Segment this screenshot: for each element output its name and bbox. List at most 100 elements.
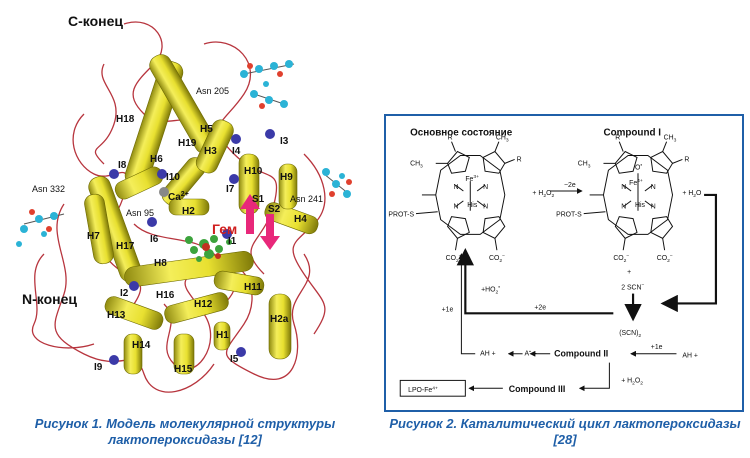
ion-labels: I3 I4 I8 I10 I7 I6 I1 I2 I9 I5 [94,136,289,373]
svg-text:Asn 241: Asn 241 [290,194,323,204]
svg-text:N: N [454,184,459,191]
svg-text:CO2−: CO2− [657,254,673,264]
svg-text:H8: H8 [154,258,167,269]
catalytic-cycle-figure: Основное состояние Compound I R CH3 CH3 … [384,114,744,412]
svg-text:I3: I3 [280,136,289,147]
svg-text:Asn 332: Asn 332 [32,184,65,194]
helix-labels: H18 H19 H5 H3 H6 H10 H8 H7 H17 H2 H4 H9 … [87,114,307,375]
svg-text:N: N [651,184,656,191]
svg-text:H2: H2 [182,206,195,217]
svg-text:I6: I6 [150,234,159,245]
calcium-sphere [159,187,169,197]
svg-text:N: N [454,204,459,211]
lpo-label: LPO-Fe4+ [408,385,438,394]
svg-text:+ H2O: + H2O [682,190,702,199]
svg-text:H4: H4 [294,214,307,225]
svg-text:I1: I1 [228,236,237,247]
svg-text:CO2−: CO2− [489,254,505,264]
svg-text:N: N [651,204,656,211]
svg-text:H13: H13 [107,310,126,321]
sheet-label-s1: S1 [252,194,265,205]
svg-text:H6: H6 [150,154,163,165]
svg-text:Asn 95: Asn 95 [126,208,154,218]
svg-text:+ H2O2: + H2O2 [532,190,554,199]
svg-text:H12: H12 [194,299,213,310]
svg-text:CO2−: CO2− [446,254,462,264]
porphyrin-ground-state [421,141,515,251]
svg-text:Fe3+: Fe3+ [465,174,479,183]
svg-text:R: R [615,135,620,142]
svg-text:PROT-S: PROT-S [556,212,582,219]
heme-group [185,235,232,262]
svg-text:N: N [483,184,488,191]
c-terminus-label: С-конец [68,13,123,29]
svg-text:H17: H17 [116,241,135,252]
beta-sheets [240,194,280,250]
compound2-label: Compound II [554,349,608,359]
svg-text:H1: H1 [216,330,229,341]
svg-text:CH3: CH3 [578,160,591,169]
svg-text:+2e: +2e [534,304,546,311]
svg-text:(SCN)2: (SCN)2 [619,330,641,339]
residue-labels: Asn 205 Asn 332 Asn 241 Asn 95 [32,86,323,218]
svg-text:H9: H9 [280,172,293,183]
alpha-helix-cylinders [84,54,319,375]
svg-text:CH3: CH3 [664,135,677,144]
svg-text:I10: I10 [166,172,180,183]
svg-text:H2a: H2a [270,314,289,325]
svg-text:+: + [627,269,631,276]
figure1-caption: Рисунок 1. Модель молекулярной структуры… [34,416,336,447]
svg-text:AH +: AH + [682,353,698,360]
svg-text:His: His [467,202,478,209]
svg-text:N: N [483,204,488,211]
compound1-title: Compound I [603,128,661,139]
svg-text:+HO2•: +HO2• [481,286,500,296]
svg-text:I4: I4 [232,146,241,157]
ground-state-title: Основное состояние [410,128,513,139]
svg-text:Fe4+: Fe4+ [629,178,643,187]
lpo-box [399,379,466,397]
svg-text:H15: H15 [174,364,193,375]
reaction-arrows [456,188,718,392]
n-terminus-label: N-конец [22,291,77,307]
svg-text:I8: I8 [118,160,127,171]
calcium-label: Ca2+ [168,191,189,203]
svg-text:H19: H19 [178,138,197,149]
svg-text:CO2−: CO2− [613,254,629,264]
svg-text:H18: H18 [116,114,135,125]
svg-text:I2: I2 [120,288,129,299]
svg-text:H3: H3 [204,146,217,157]
svg-text:CH3: CH3 [496,135,509,144]
svg-text:His: His [635,202,646,209]
porphyrin-compound1-labels: R CH3 CH3 R O• Fe4+ His N N N N PROT-S CO2… [556,135,689,264]
svg-text:Asn 205: Asn 205 [196,86,229,96]
heme-label: Гем [212,221,237,237]
svg-text:N: N [621,184,626,191]
svg-text:+ H2O2: + H2O2 [621,377,643,386]
compound3-label: Compound III [509,384,566,394]
svg-text:H5: H5 [200,124,213,135]
svg-text:I9: I9 [94,362,103,373]
protein-structure-figure: H18 H19 H5 H3 H6 H10 H8 H7 H17 H2 H4 H9 … [16,13,352,393]
reaction-labels: + H2O2 −2e + H2O + 2 SCN− (SCN)2 +HO2• +… [442,182,702,386]
figure2-caption: Рисунок 2. Каталитический цикл лактоперо… [389,416,741,447]
svg-text:CH3: CH3 [410,160,423,169]
svg-text:H16: H16 [156,290,175,301]
svg-text:AH +: AH + [480,351,496,358]
glycan-chains [16,60,352,247]
sheet-label-s2: S2 [268,204,281,215]
svg-text:H10: H10 [244,166,263,177]
svg-text:O•: O• [635,163,642,171]
svg-text:+1e: +1e [651,344,663,351]
svg-text:N: N [621,204,626,211]
svg-text:I5: I5 [230,354,239,365]
svg-text:H14: H14 [132,340,151,351]
svg-text:R: R [448,135,453,142]
svg-text:PROT-S: PROT-S [388,212,414,219]
svg-text:I7: I7 [226,184,235,195]
svg-text:R: R [684,156,689,163]
ion-spheres [109,129,275,365]
svg-text:+1e: +1e [442,306,454,313]
svg-text:−2e: −2e [564,182,576,189]
svg-text:2 SCN−: 2 SCN− [621,284,644,292]
